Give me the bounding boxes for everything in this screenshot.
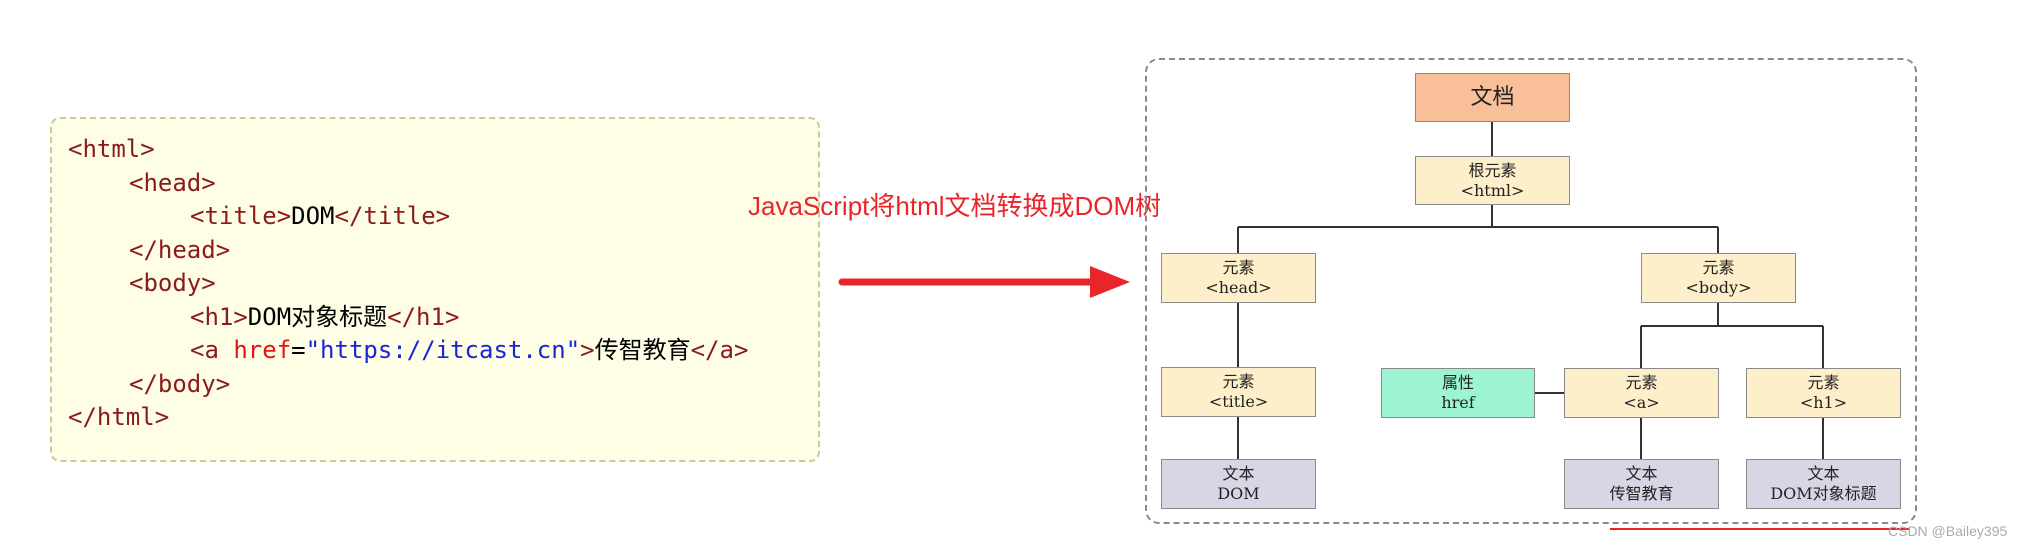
code-line: <head> bbox=[68, 167, 748, 201]
code-line: <html> bbox=[68, 133, 748, 167]
code-token: </a> bbox=[690, 336, 749, 364]
a-text-node: 文本 传智教育 bbox=[1564, 459, 1719, 509]
a-element-node: 元素 <a> bbox=[1564, 368, 1719, 418]
h1-text-node-value: DOM对象标题 bbox=[1770, 484, 1877, 503]
root-node-tag: <html> bbox=[1460, 180, 1525, 200]
body-element-node: 元素 <body> bbox=[1641, 253, 1796, 303]
title-node-label: 元素 bbox=[1222, 372, 1255, 391]
conversion-annotation: JavaScript将html文档转换成DOM树 bbox=[748, 191, 1162, 221]
code-line: <title>DOM</title> bbox=[68, 200, 748, 234]
code-token: <body> bbox=[129, 269, 216, 297]
h1-element-node: 元素 <h1> bbox=[1746, 368, 1901, 418]
code-token: DOM对象标题 bbox=[247, 302, 388, 331]
h1-node-label: 元素 bbox=[1807, 373, 1840, 392]
code-line: </html> bbox=[68, 401, 748, 435]
head-node-tag: <head> bbox=[1205, 278, 1272, 297]
title-node-tag: <title> bbox=[1208, 392, 1269, 411]
code-token: </body> bbox=[129, 369, 231, 398]
code-token: </title> bbox=[334, 202, 451, 230]
code-token: "https://itcast.cn" bbox=[305, 336, 581, 364]
code-token: <h1> bbox=[190, 302, 248, 331]
code-token: </h1> bbox=[387, 302, 460, 331]
h1-text-node-label: 文本 bbox=[1807, 464, 1840, 483]
body-node-tag: <body> bbox=[1685, 278, 1752, 297]
code-token: <title> bbox=[190, 202, 292, 230]
href-attribute-node: 属性 href bbox=[1381, 368, 1535, 418]
decorative-underline bbox=[1610, 528, 1910, 530]
code-token: = bbox=[291, 336, 306, 364]
document-node: 文档 bbox=[1415, 73, 1570, 122]
head-node-label: 元素 bbox=[1222, 258, 1255, 277]
right-arrow-icon bbox=[838, 266, 1130, 298]
h1-node-tag: <h1> bbox=[1799, 393, 1848, 412]
html-code-block: <html><head><title>DOM</title></head><bo… bbox=[50, 117, 820, 462]
head-element-node: 元素 <head> bbox=[1161, 253, 1316, 303]
code-token: </head> bbox=[129, 235, 231, 264]
code-line: </head> bbox=[68, 234, 748, 268]
code-token: href bbox=[233, 336, 292, 364]
watermark-text: CSDN @Bailey395 bbox=[1888, 523, 2008, 539]
attribute-node-label: 属性 bbox=[1441, 373, 1474, 392]
dom-text-node-value: DOM bbox=[1217, 484, 1260, 503]
attribute-node-name: href bbox=[1441, 393, 1475, 412]
body-node-label: 元素 bbox=[1702, 258, 1735, 277]
code-line: <a href="https://itcast.cn">传智教育</a> bbox=[68, 334, 748, 368]
code-token: <head> bbox=[129, 168, 216, 197]
code-token: </html> bbox=[68, 403, 170, 431]
code-line: </body> bbox=[68, 368, 748, 402]
title-element-node: 元素 <title> bbox=[1161, 367, 1316, 417]
code-token: <a bbox=[190, 336, 234, 364]
code-listing: <html><head><title>DOM</title></head><bo… bbox=[68, 133, 748, 435]
root-element-node: 根元素 <html> bbox=[1415, 156, 1570, 205]
code-token: DOM bbox=[291, 202, 335, 230]
a-node-tag: <a> bbox=[1623, 393, 1660, 412]
dom-text-node: 文本 DOM bbox=[1161, 459, 1316, 509]
root-node-label: 根元素 bbox=[1468, 160, 1517, 180]
h1-text-node: 文本 DOM对象标题 bbox=[1746, 459, 1901, 509]
dom-text-node-label: 文本 bbox=[1222, 464, 1255, 483]
a-node-label: 元素 bbox=[1625, 373, 1658, 392]
code-line: <body> bbox=[68, 267, 748, 301]
code-token: > bbox=[580, 336, 595, 364]
a-text-node-value: 传智教育 bbox=[1609, 484, 1674, 503]
code-token: <html> bbox=[68, 135, 155, 163]
document-node-label: 文档 bbox=[1470, 84, 1515, 110]
code-line: <h1>DOM对象标题</h1> bbox=[68, 301, 748, 335]
dom-tree-diagram bbox=[1145, 58, 1917, 524]
a-text-node-label: 文本 bbox=[1625, 464, 1658, 483]
code-token: 传智教育 bbox=[594, 336, 691, 364]
